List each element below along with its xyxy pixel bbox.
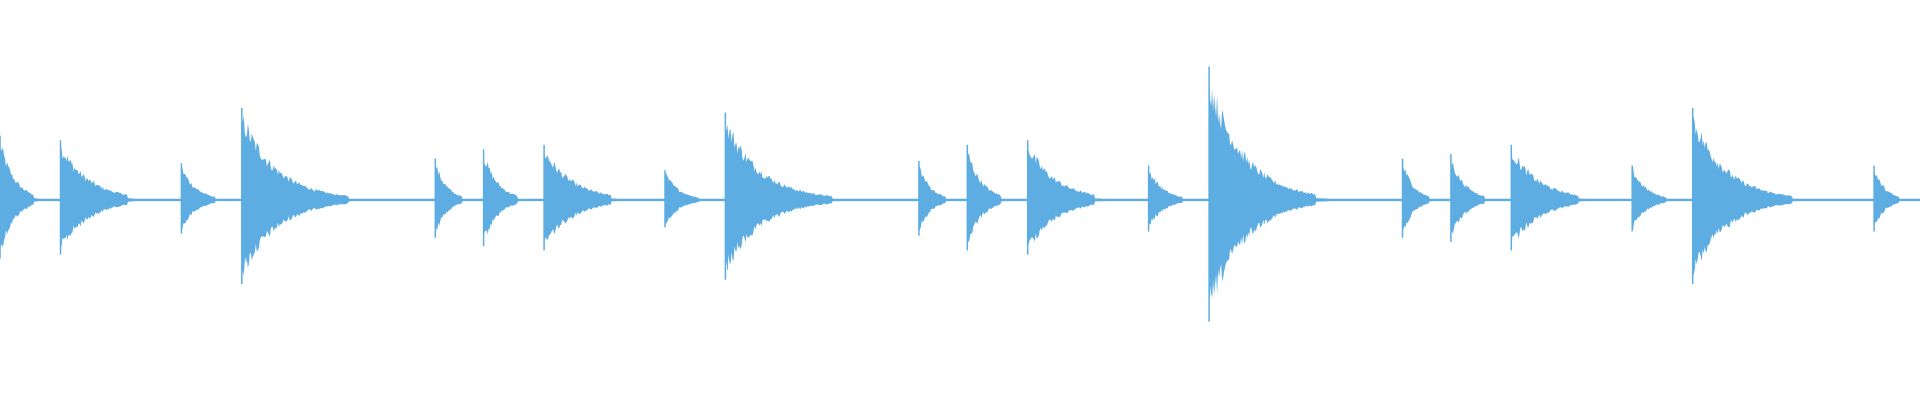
waveform-segment bbox=[1511, 145, 1633, 249]
waveform-segment bbox=[1209, 73, 1403, 314]
waveform-segment bbox=[1692, 117, 1875, 275]
waveform-segment bbox=[1450, 158, 1512, 238]
waveform-segment bbox=[181, 167, 242, 230]
waveform-segment bbox=[1632, 167, 1693, 230]
waveform-segment bbox=[435, 161, 484, 235]
waveform-segment bbox=[665, 172, 726, 225]
waveform-segment bbox=[1148, 167, 1210, 230]
waveform-segment bbox=[1027, 150, 1149, 245]
waveform-segment bbox=[1874, 169, 1920, 228]
waveform-segment bbox=[1402, 163, 1451, 234]
waveform-segment bbox=[918, 166, 968, 231]
waveform-segment bbox=[483, 158, 545, 238]
waveform-segment bbox=[725, 124, 919, 269]
waveform-segment bbox=[241, 109, 436, 282]
waveform-segment bbox=[60, 147, 182, 248]
waveform-segments bbox=[0, 66, 1920, 322]
waveform-segment bbox=[544, 149, 665, 246]
waveform-segment bbox=[967, 147, 1028, 248]
waveform-segment bbox=[0, 141, 61, 253]
